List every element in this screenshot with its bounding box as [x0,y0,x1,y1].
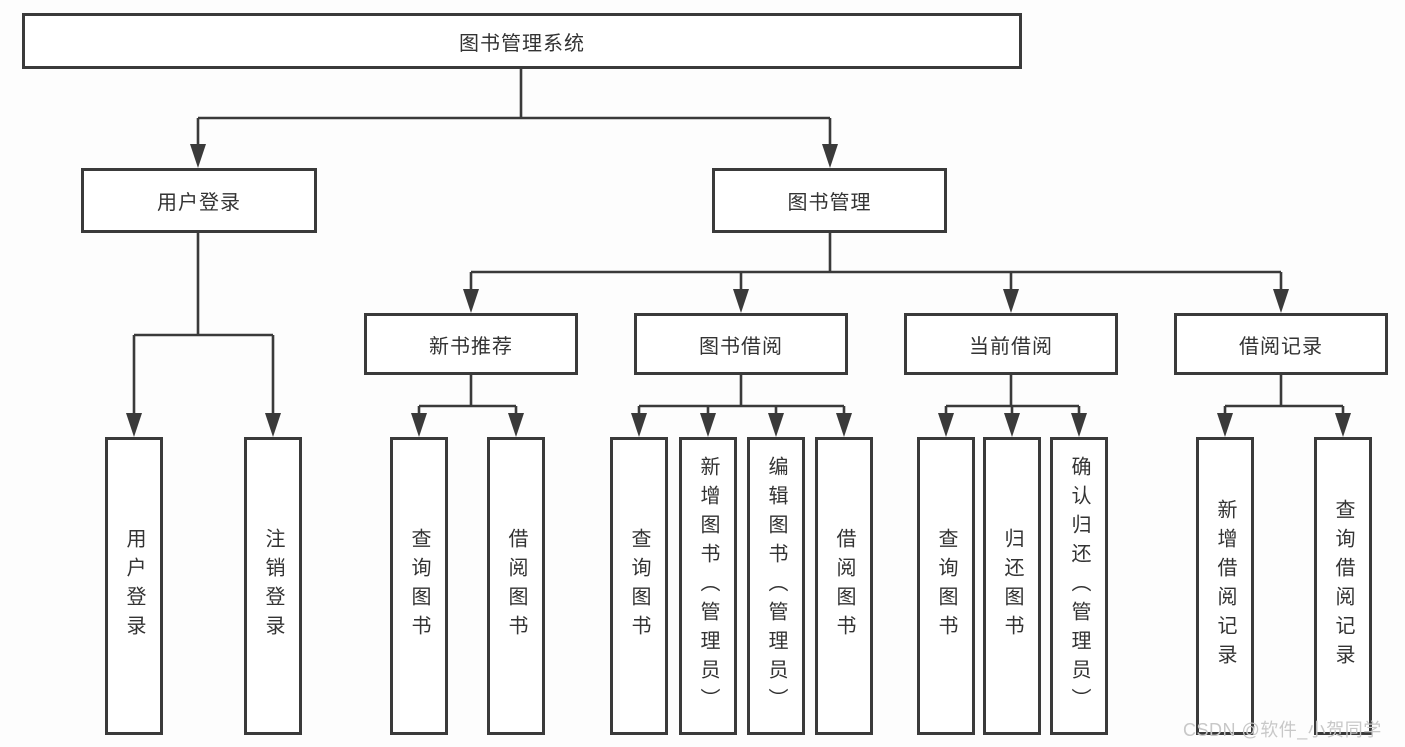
leaf-logout-label: 注销登录 [262,528,284,644]
node-book-management: 图书管理 [712,168,947,233]
leaf-logout: 注销登录 [244,437,302,735]
leaf-recommend-borrow-books: 借阅图书 [487,437,545,735]
node-root-system: 图书管理系统 [22,13,1022,69]
leaf-records-add-record-label: 新增借阅记录 [1214,499,1236,673]
leaf-current-return-books: 归还图书 [983,437,1041,735]
leaf-recommend-query-books: 查询图书 [390,437,448,735]
leaf-borrow-edit-books-admin: 编辑图书（管理员） [747,437,805,735]
leaf-borrow-borrow-books: 借阅图书 [815,437,873,735]
leaf-user-login: 用户登录 [105,437,163,735]
leaf-borrow-query-books: 查询图书 [610,437,668,735]
leaf-borrow-borrow-books-label: 借阅图书 [833,528,855,644]
node-borrow-records: 借阅记录 [1174,313,1388,375]
csdn-watermark: CSDN @软件_小贺同学 [1183,720,1382,740]
leaf-borrow-add-books-admin-label: 新增图书（管理员） [697,455,719,717]
leaf-borrow-add-books-admin: 新增图书（管理员） [679,437,737,735]
leaf-current-query-books: 查询图书 [917,437,975,735]
node-user-login: 用户登录 [81,168,317,233]
leaf-current-return-books-label: 归还图书 [1001,528,1023,644]
leaf-records-query-record: 查询借阅记录 [1314,437,1372,735]
node-current-borrow: 当前借阅 [904,313,1118,375]
leaf-current-confirm-return-admin-label: 确认归还（管理员） [1068,455,1090,717]
leaf-records-query-record-label: 查询借阅记录 [1332,499,1354,673]
leaf-records-add-record: 新增借阅记录 [1196,437,1254,735]
leaf-current-confirm-return-admin: 确认归还（管理员） [1050,437,1108,735]
leaf-borrow-query-books-label: 查询图书 [628,528,650,644]
leaf-user-login-label: 用户登录 [123,528,145,644]
node-new-book-recommend: 新书推荐 [364,313,578,375]
leaf-borrow-edit-books-admin-label: 编辑图书（管理员） [765,455,787,717]
node-book-borrow: 图书借阅 [634,313,848,375]
leaf-recommend-query-books-label: 查询图书 [408,528,430,644]
leaf-current-query-books-label: 查询图书 [935,528,957,644]
leaf-recommend-borrow-books-label: 借阅图书 [505,528,527,644]
